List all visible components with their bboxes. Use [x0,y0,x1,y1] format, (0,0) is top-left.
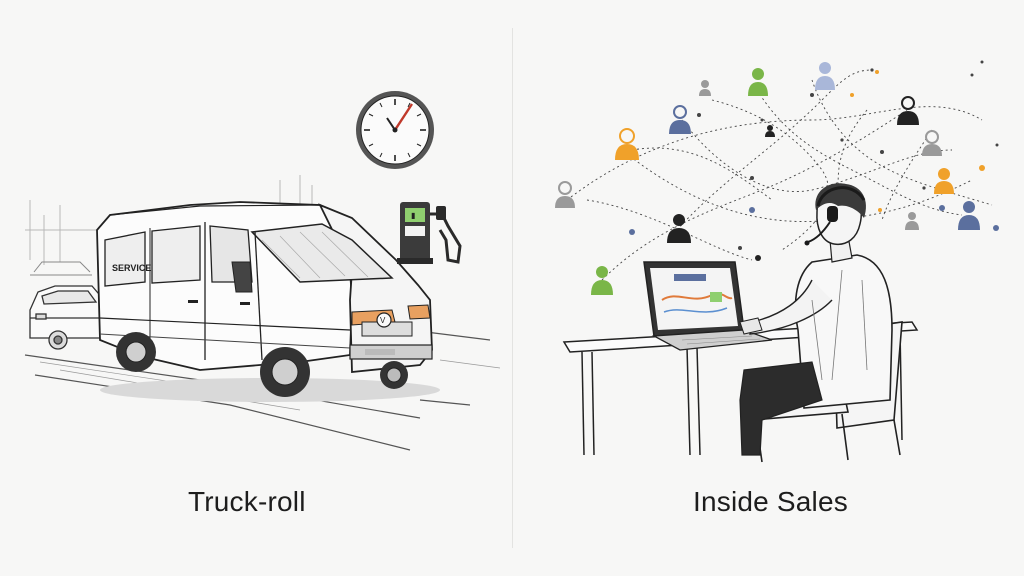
inside-sales-panel: Inside Sales [512,0,1024,576]
fuel-pump-icon: ▮ [397,202,462,264]
laptop-icon [643,261,773,351]
svg-text:V: V [380,316,386,325]
contact-person-icon [555,62,980,295]
person-with-headset-icon [739,183,893,456]
van-icon: SERVICE V [96,201,440,402]
truck-roll-caption: Truck-roll [188,486,306,517]
clock-icon [356,91,434,169]
svg-text:▮: ▮ [411,211,415,220]
panel-divider [512,28,513,548]
car-icon [29,285,105,350]
inside-sales-caption: Inside Sales [693,486,848,517]
van-service-label: SERVICE [112,263,151,273]
truck-roll-panel: SERVICE V [24,91,501,517]
truck-roll-illustration: SERVICE V [24,91,501,451]
inside-sales-illustration [555,60,999,463]
